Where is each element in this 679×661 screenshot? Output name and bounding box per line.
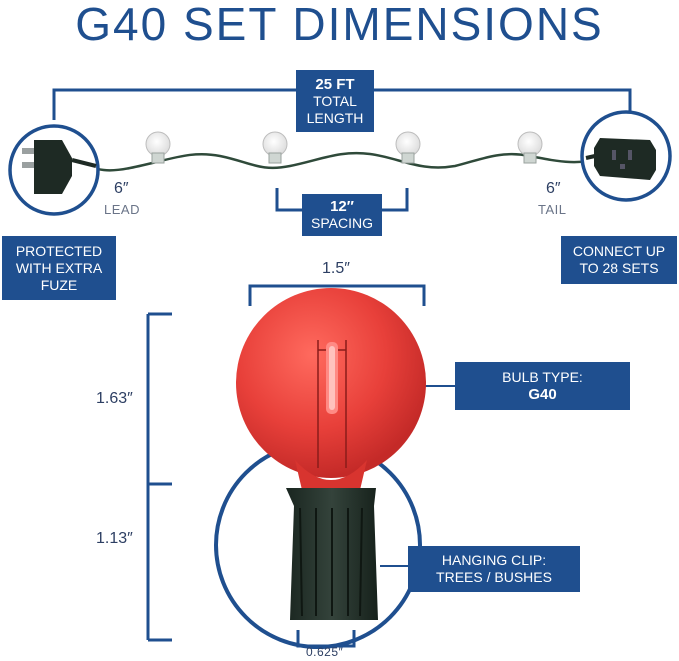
hanging-clip-badge: HANGING CLIP: TREES / BUSHES bbox=[408, 546, 580, 592]
total-length-badge: 25 FT TOTAL LENGTH bbox=[296, 70, 374, 132]
connect-line-2: TO 28 SETS bbox=[579, 260, 659, 276]
protected-line-2: WITH EXTRA bbox=[15, 259, 103, 276]
g40-bulb bbox=[236, 288, 426, 490]
lead-value: 6″ bbox=[114, 180, 129, 197]
spacing-value: 12″ bbox=[330, 198, 354, 215]
bulb-base bbox=[286, 488, 378, 620]
connect-badge: CONNECT UP TO 28 SETS bbox=[561, 236, 677, 284]
base-width-label: 0.625″ bbox=[306, 645, 344, 659]
mini-bulb bbox=[262, 131, 288, 164]
total-length-value: 25 FT bbox=[315, 75, 355, 93]
bulb-width-label: 1.5″ bbox=[322, 260, 350, 277]
bulb-height-bracket bbox=[146, 312, 172, 642]
protected-line-3: FUZE bbox=[40, 276, 78, 293]
tail-label: TAIL bbox=[538, 202, 567, 217]
bulb-type-badge: BULB TYPE: G40 bbox=[455, 362, 630, 410]
protected-badge: PROTECTED WITH EXTRA FUZE bbox=[2, 236, 116, 300]
spacing-label: SPACING bbox=[311, 215, 373, 231]
total-length-label-1: TOTAL bbox=[313, 92, 357, 109]
plug-detail bbox=[8, 124, 100, 216]
bulb-type-value: G40 bbox=[528, 386, 557, 403]
bulb-type-label: BULB TYPE: bbox=[502, 369, 583, 385]
bulb-width-bracket bbox=[248, 284, 426, 306]
tail-value: 6″ bbox=[546, 180, 561, 197]
hanging-clip-label: HANGING CLIP: bbox=[441, 552, 547, 568]
hanging-clip-value: TREES / BUSHES bbox=[436, 569, 552, 585]
spacing-badge: 12″ SPACING bbox=[302, 194, 382, 236]
socket-detail bbox=[580, 110, 672, 202]
bulb-height-label: 1.63″ bbox=[96, 390, 133, 407]
protected-line-1: PROTECTED bbox=[15, 242, 103, 259]
connect-line-1: CONNECT UP bbox=[572, 243, 666, 259]
mini-bulb bbox=[395, 131, 421, 164]
base-height-label: 1.13″ bbox=[96, 530, 133, 547]
lead-label: LEAD bbox=[104, 202, 140, 217]
mini-bulb bbox=[145, 131, 171, 164]
page-title: G40 SET DIMENSIONS bbox=[75, 0, 604, 50]
total-length-label-2: LENGTH bbox=[306, 109, 364, 126]
mini-bulb bbox=[517, 131, 543, 164]
